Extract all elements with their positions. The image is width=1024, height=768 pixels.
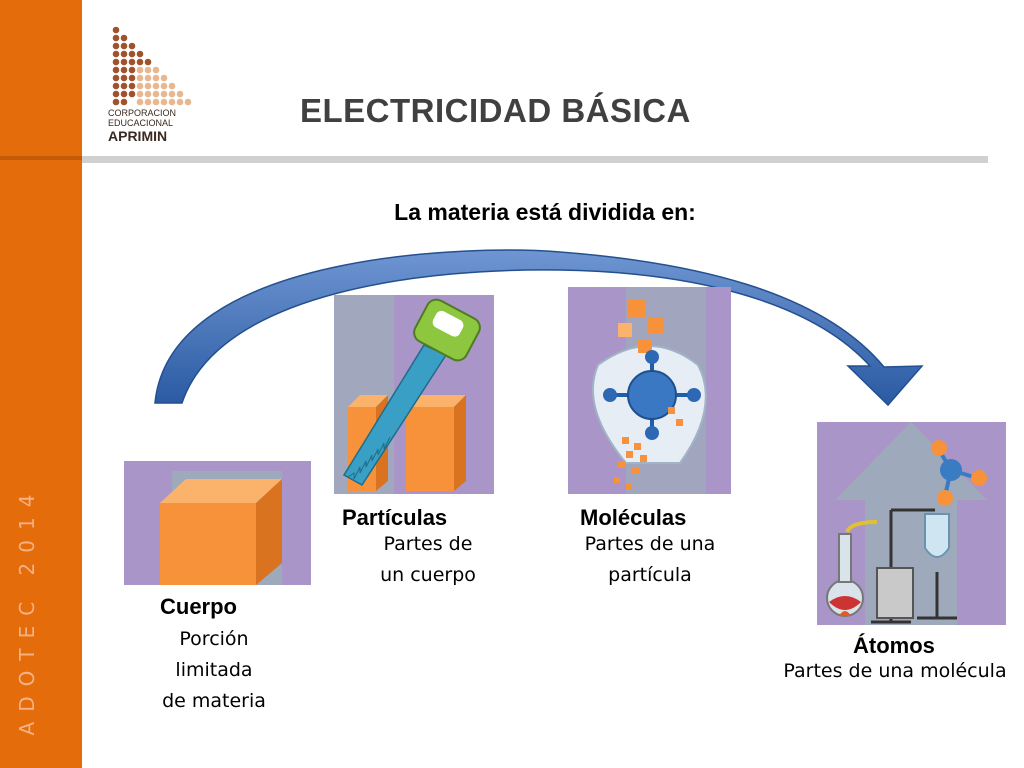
moleculas-label: Moléculas — [580, 505, 687, 530]
particulas-image — [334, 295, 494, 494]
particulas-label: Partículas — [342, 505, 448, 530]
moleculas-image — [568, 287, 731, 494]
logo-text: CORPORACION EDUCACIONAL APRIMIN — [108, 108, 208, 144]
atomos-image — [817, 422, 1006, 625]
logo-line2: EDUCACIONAL — [108, 118, 174, 128]
moleculas-desc-line1: Partes de una — [584, 533, 716, 555]
logo-brand: APRIMIN — [108, 128, 168, 144]
logo-line1: CORPORACION — [108, 108, 177, 118]
aprimin-logo — [112, 26, 192, 106]
atomos-desc-line1: Partes de una molécula — [783, 660, 1007, 682]
moleculas-description: Partes de una partícula — [560, 529, 740, 591]
atomos-label: Átomos — [853, 633, 935, 658]
title-rule — [82, 156, 988, 163]
particulas-description: Partes de un cuerpo — [348, 529, 508, 591]
moleculas-desc-line2: partícula — [608, 564, 692, 586]
cuerpo-desc-line1: Porción — [179, 628, 249, 650]
cuerpo-image — [124, 461, 311, 585]
side-bar-stripe — [0, 156, 82, 160]
side-bar — [0, 0, 82, 768]
slide-title: ELECTRICIDAD BÁSICA — [300, 92, 691, 129]
cuerpo-desc-line3: de materia — [162, 690, 266, 712]
particulas-desc-line1: Partes de — [383, 533, 473, 555]
cuerpo-label: Cuerpo — [160, 594, 237, 619]
particulas-desc-line2: un cuerpo — [380, 564, 476, 586]
cuerpo-description: Porción limitada de materia — [134, 624, 294, 717]
atomos-description: Partes de una molécula — [770, 656, 1020, 687]
slide-subtitle: La materia está dividida en: — [394, 199, 696, 225]
cuerpo-desc-line2: limitada — [175, 659, 253, 681]
